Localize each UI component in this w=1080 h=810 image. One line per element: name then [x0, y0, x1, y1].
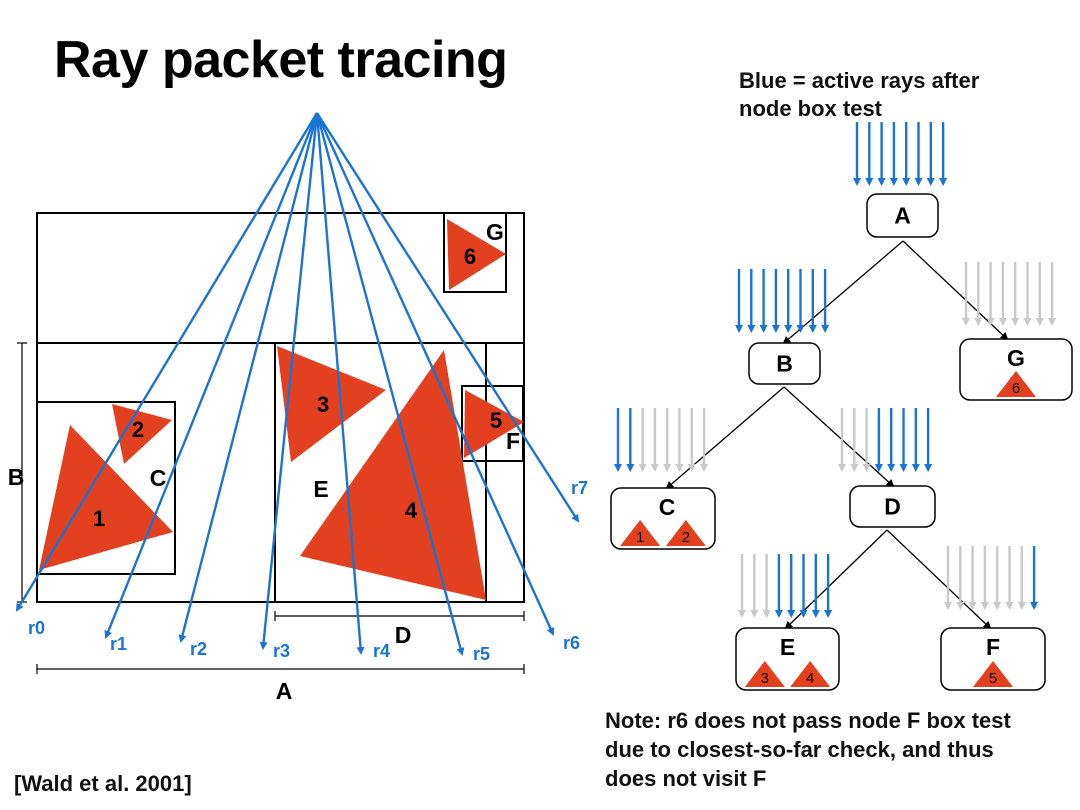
tree-triangle-label-3: 3 [761, 670, 769, 687]
tree-node-label-B: B [776, 351, 793, 377]
note-line-1: Note: r6 does not pass node F box test [605, 708, 1011, 733]
tree-triangle-4 [790, 661, 831, 687]
tree-triangle-label-2: 2 [682, 529, 690, 546]
box-label-D: D [395, 622, 412, 648]
page-title: Ray packet tracing [54, 31, 508, 89]
box-label-F: F [506, 428, 520, 454]
tree-node-label-D: D [884, 494, 901, 520]
tree-triangle-2 [665, 520, 706, 546]
triangle-5 [464, 390, 524, 458]
ray-label-7: r7 [571, 478, 588, 498]
tree-node-G [959, 338, 1073, 401]
tree-edge-B-C [665, 386, 785, 490]
tree-node-label-F: F [986, 634, 1000, 660]
ray-label-1: r1 [110, 634, 127, 654]
tree-triangle-3 [744, 661, 785, 687]
triangle-3 [277, 346, 386, 462]
triangle-label-5: 5 [490, 408, 502, 433]
bvh-tree: A B G 6C1 2 D E3 4 F 5 [610, 122, 1073, 691]
ray-4 [315, 112, 365, 655]
triangle-label-4: 4 [405, 498, 418, 523]
ray-0 [15, 112, 319, 612]
triangle-1 [39, 425, 173, 570]
ray-group: r0 r1 r2 r3 r4 r5 r6 r7 [15, 112, 588, 664]
tree-edge-A-B [782, 240, 904, 345]
box-C [36, 401, 176, 575]
note-text: Note: r6 does not pass node F box test d… [605, 706, 1075, 793]
ray-label-0: r0 [28, 618, 45, 638]
note-line-3: does not visit F [605, 766, 767, 791]
citation: [Wald et al. 2001] [14, 771, 192, 796]
tree-node-D [849, 485, 936, 528]
triangle-label-1: 1 [93, 506, 105, 531]
ray-label-3: r3 [273, 641, 290, 661]
ray-3 [259, 112, 319, 650]
box-label-C: C [150, 465, 167, 491]
tree-edge-B-D [783, 386, 895, 488]
tree-node-label-C: C [659, 494, 676, 520]
triangle-2 [112, 404, 172, 464]
tree-triangle-6 [996, 371, 1036, 397]
legend-line-2: node box test [739, 96, 883, 121]
tree-node-A [866, 193, 939, 238]
legend-line-1: Blue = active rays after [739, 68, 980, 93]
triangle-label-6: 6 [464, 244, 476, 269]
box-label-A: A [276, 678, 293, 704]
triangle-4 [300, 350, 486, 600]
legend-text: Blue = active rays after node box test [739, 67, 1039, 123]
tree-triangle-label-6: 6 [1012, 380, 1020, 397]
triangle-6 [447, 219, 506, 290]
tree-triangle-label-4: 4 [806, 670, 814, 687]
tree-node-F [940, 627, 1046, 691]
triangle-label-3: 3 [317, 392, 329, 417]
box-label-E: E [313, 476, 328, 502]
ray-7 [315, 112, 580, 523]
tree-edge-D-F [886, 529, 992, 630]
tree-node-label-A: A [894, 203, 911, 229]
note-line-2: due to closest-so-far check, and thus [605, 737, 994, 762]
ray-2 [178, 112, 319, 643]
ray-1 [104, 112, 319, 639]
ray-label-4: r4 [373, 641, 390, 661]
ray-label-2: r2 [190, 639, 207, 659]
triangle-label-2: 2 [132, 417, 144, 442]
scene: 1 2 3 4 5 6 A B C D E F G r0 r1 r2 r3 r4 r5 r6… [8, 112, 588, 704]
tree-node-label-G: G [1007, 345, 1025, 371]
ray-label-5: r5 [473, 644, 490, 664]
tree-node-label-E: E [780, 634, 795, 660]
tree-node-B [748, 342, 821, 385]
box-label-B: B [8, 464, 25, 490]
box-label-G: G [486, 219, 504, 245]
tree-triangle-label-5: 5 [989, 670, 997, 687]
ray-label-6: r6 [563, 633, 580, 653]
tree-triangle-label-1: 1 [636, 529, 644, 546]
tree-triangle-5 [973, 661, 1013, 687]
ray-6 [315, 112, 555, 636]
box-G [443, 212, 507, 293]
tree-edge-D-E [784, 529, 888, 630]
tree-triangle-1 [620, 520, 661, 546]
box-E [274, 342, 487, 603]
ray-5 [315, 112, 465, 656]
